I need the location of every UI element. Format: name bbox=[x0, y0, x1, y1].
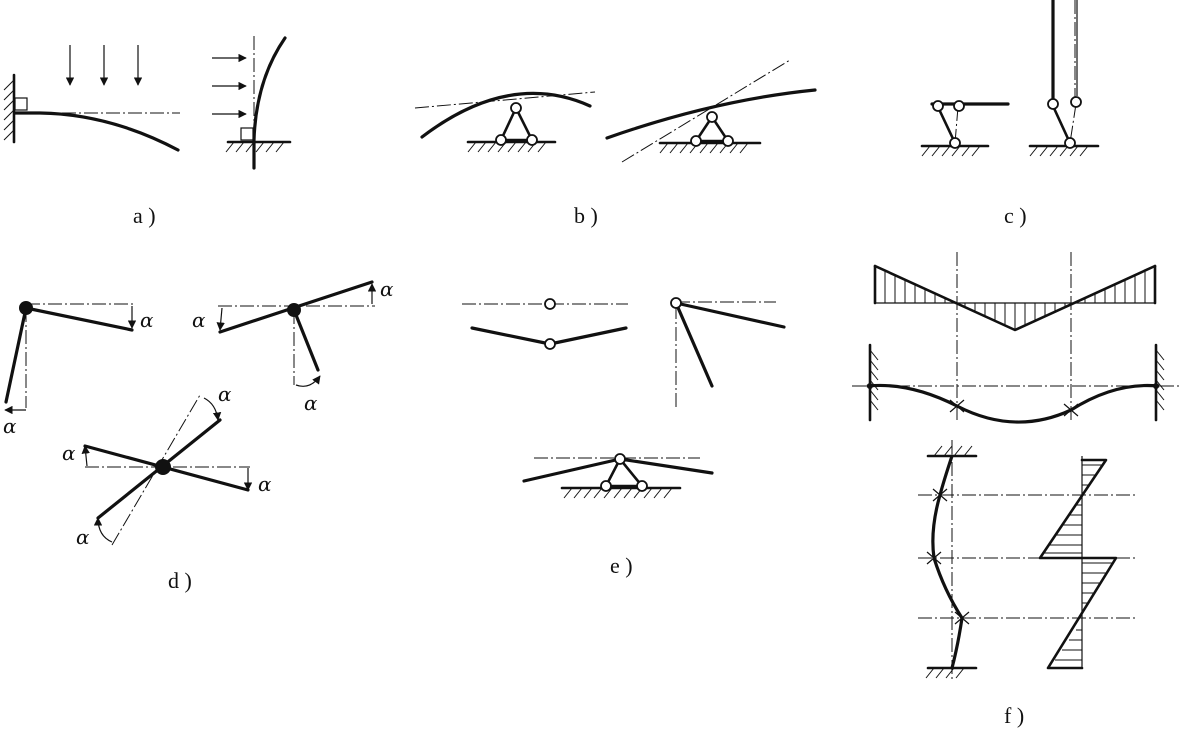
alpha-angle-label: α bbox=[192, 308, 206, 332]
alpha-angle-label: α bbox=[304, 391, 318, 415]
alpha-angle-label: α bbox=[218, 382, 232, 406]
panel-b: b ) bbox=[414, 59, 817, 228]
alpha-angle-label: α bbox=[3, 414, 17, 438]
alpha-angle-label: α bbox=[140, 308, 154, 332]
alpha-angle-label: α bbox=[258, 472, 272, 496]
alpha-angle-label: α bbox=[76, 525, 90, 549]
panel-f-label: f ) bbox=[1004, 703, 1024, 728]
panel-c: c ) bbox=[920, 0, 1100, 228]
panel-a: a ) bbox=[3, 36, 292, 228]
panel-a-label: a ) bbox=[133, 203, 156, 228]
panel-e-label: e ) bbox=[610, 553, 633, 578]
panel-f: f ) bbox=[852, 252, 1180, 728]
alpha-angle-label: α bbox=[62, 441, 76, 465]
panel-d-label: d ) bbox=[168, 568, 192, 593]
panel-d: α α α α α α α α α d ) bbox=[3, 277, 394, 593]
panel-e: e ) bbox=[462, 297, 786, 578]
panel-c-label: c ) bbox=[1004, 203, 1027, 228]
alpha-angle-label: α bbox=[380, 277, 394, 301]
panel-b-label: b ) bbox=[574, 203, 598, 228]
